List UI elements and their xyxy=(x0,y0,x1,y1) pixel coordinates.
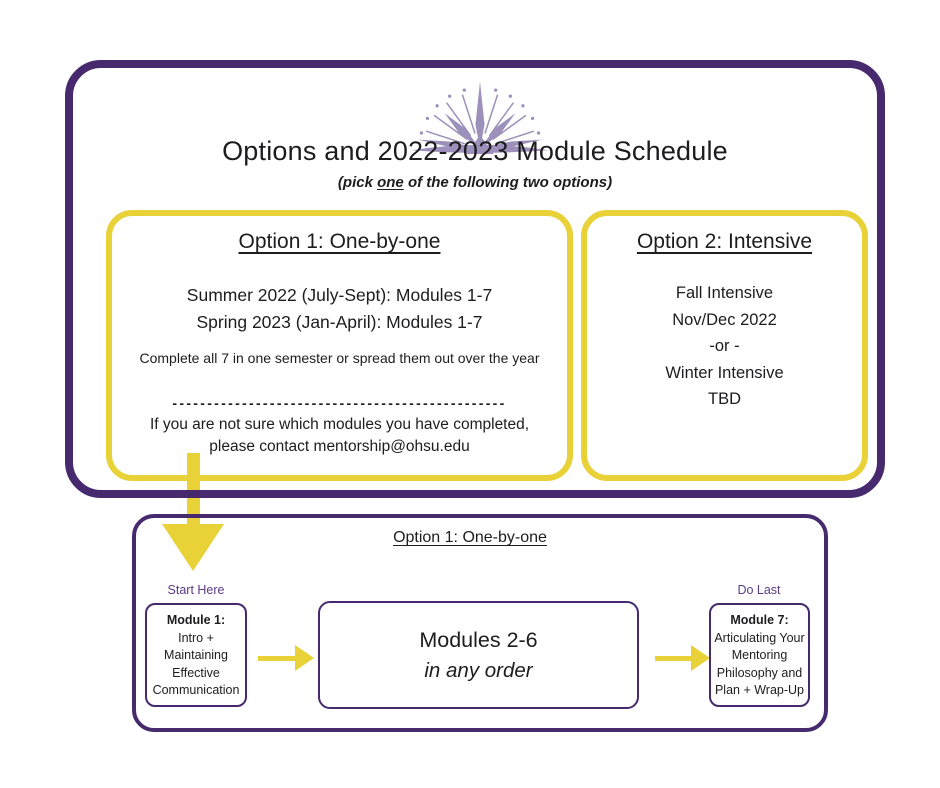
module7-box: Module 7: Articulating Your Mentoring Ph… xyxy=(709,603,810,707)
option1-schedule-line: Spring 2023 (Jan-April): Modules 1-7 xyxy=(196,312,483,332)
right-arrow-shaft xyxy=(655,656,691,661)
option2-card: Option 2: Intensive Fall Intensive Nov/D… xyxy=(581,210,868,481)
option1-card: Option 1: One-by-one Summer 2022 (July-S… xyxy=(106,210,573,481)
option2-heading: Option 2: Intensive xyxy=(636,230,813,253)
right-arrow-shaft xyxy=(258,656,295,661)
main-panel: Option 1: One-by-one Summer 2022 (July-S… xyxy=(65,60,885,498)
down-arrow-shaft xyxy=(187,453,200,524)
option1-contact: If you are not sure which modules you ha… xyxy=(112,414,567,458)
flow-panel xyxy=(132,514,828,732)
subtitle-suffix: of the following two options) xyxy=(403,174,613,191)
page-title: Options and 2022-2023 Module Schedule xyxy=(222,136,728,166)
module7-line: Articulating Your xyxy=(714,630,805,645)
option1-heading: Option 1: One-by-one xyxy=(238,230,441,253)
subtitle-underlined-word: one xyxy=(377,174,404,191)
compass-starburst-icon xyxy=(390,82,570,154)
do-last-label: Do Last xyxy=(737,583,781,597)
modules-2-6-title: Modules 2-6 xyxy=(419,628,538,652)
module7-title: Module 7: xyxy=(730,613,789,627)
option2-line: -or - xyxy=(709,337,740,355)
module1-box: Module 1: Intro + Maintaining Effective … xyxy=(145,603,247,707)
option1-schedule: Summer 2022 (July-Sept): Modules 1-7 Spr… xyxy=(112,282,567,336)
module1-line: Intro + xyxy=(178,630,214,645)
modules-2-6-subtitle: in any order xyxy=(424,659,533,682)
start-here-label: Start Here xyxy=(167,583,225,597)
option2-line: Nov/Dec 2022 xyxy=(672,310,777,329)
option2-line: Winter Intensive xyxy=(665,363,784,382)
contact-line: If you are not sure which modules you ha… xyxy=(149,416,530,433)
module1-line: Maintaining xyxy=(164,648,228,662)
right-arrow-head xyxy=(295,645,314,671)
module1-line: Communication xyxy=(152,683,240,697)
module7-line: Mentoring xyxy=(731,648,788,662)
option2-line: TBD xyxy=(708,390,741,408)
dashed-divider: ----------------------------------------… xyxy=(172,395,507,411)
module1-line: Effective xyxy=(172,665,220,680)
option2-line: Fall Intensive xyxy=(675,284,774,302)
right-arrow-head xyxy=(691,645,710,671)
contact-email-line: please contact mentorship@ohsu.edu xyxy=(209,438,470,455)
option2-schedule: Fall Intensive Nov/Dec 2022 -or - Winter… xyxy=(587,280,862,413)
module7-line: Plan + Wrap-Up xyxy=(714,683,805,697)
module1-title: Module 1: xyxy=(166,613,226,627)
option1-schedule-line: Summer 2022 (July-Sept): Modules 1-7 xyxy=(186,285,493,305)
flow-heading: Option 1: One-by-one xyxy=(393,529,547,546)
module7-line: Philosophy and xyxy=(716,665,803,680)
subtitle-prefix: (pick xyxy=(337,174,378,191)
modules-2-6-box: Modules 2-6 in any order xyxy=(318,601,639,709)
down-arrow-head xyxy=(162,524,224,571)
page-subtitle: (pick one of the following two options) xyxy=(65,174,885,191)
option1-note: Complete all 7 in one semester or spread… xyxy=(139,350,540,366)
